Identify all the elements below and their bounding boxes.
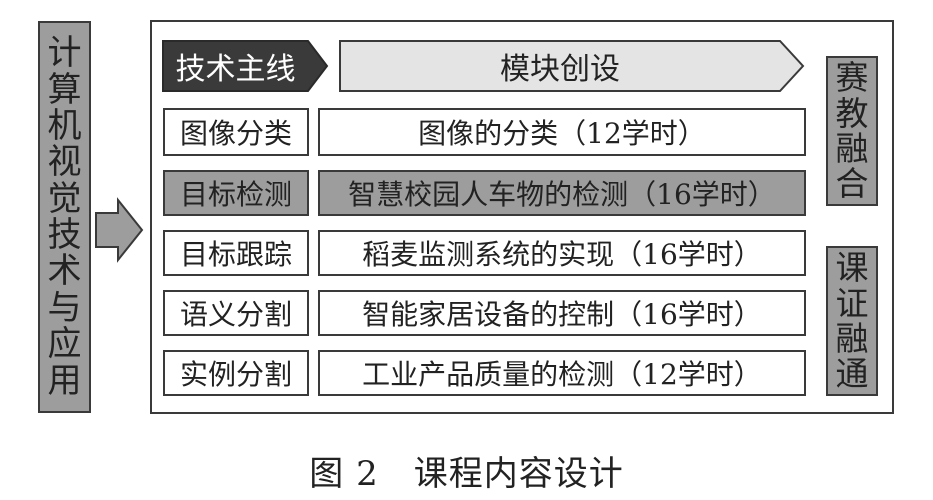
side-label-competition-teaching: 赛教融合: [826, 56, 878, 206]
tech-cell-object-tracking: 目标跟踪: [163, 230, 309, 276]
module-chevron: [339, 40, 805, 92]
tech-cell-image-classification: 图像分类: [163, 108, 309, 156]
side-label-course-certificate: 课证融通: [826, 246, 878, 396]
tech-cell-semantic-segmentation: 语义分割: [163, 290, 309, 336]
tech-line-header: 技术主线: [175, 52, 296, 87]
figure-caption: 图 2 课程内容设计: [309, 454, 624, 494]
module-cell-semantic-segmentation: 智能家居设备的控制（16学时）: [318, 290, 806, 336]
tech-cell-instance-segmentation: 实例分割: [163, 350, 309, 396]
module-cell-object-tracking: 稻麦监测系统的实现（16学时）: [318, 230, 806, 276]
tech-line-chevron: [162, 40, 329, 92]
module-header: 模块创设: [500, 52, 620, 87]
module-cell-object-detection: 智慧校园人车物的检测（16学时）: [318, 170, 806, 216]
module-cell-image-classification: 图像的分类（12学时）: [318, 108, 806, 156]
module-cell-instance-segmentation: 工业产品质量的检测（12学时）: [318, 350, 806, 396]
left-vertical-label: 计算机视觉技术与应用: [38, 21, 91, 413]
tech-cell-object-detection: 目标检测: [163, 170, 309, 216]
